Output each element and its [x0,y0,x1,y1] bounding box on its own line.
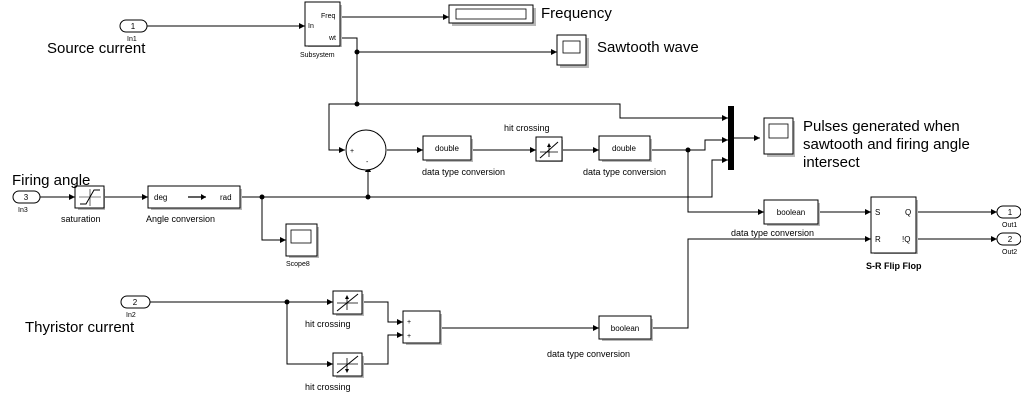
svg-text:hit crossing: hit crossing [504,123,550,133]
junction-dots [259,49,691,305]
subsystem-block[interactable]: In Freq wt Subsystem [300,1,342,59]
outport-out2[interactable]: 2 Out2 [996,232,1021,256]
inport-in1[interactable]: 1 In1 [119,19,148,43]
svg-text:3: 3 [24,193,29,202]
signal-wires [40,16,997,365]
wire-arrowheads [69,14,997,367]
svg-text:2: 2 [1008,235,1013,244]
firing-angle-annotation: Firing angle [12,172,90,189]
svg-text:1: 1 [131,22,136,31]
svg-text:Out2: Out2 [1002,249,1017,256]
svg-text:double: double [612,144,637,153]
svg-text:Freq: Freq [321,13,336,20]
svg-text:2: 2 [133,298,138,307]
data-type-conversion-boolean-2[interactable]: boolean data type conversion [547,315,653,359]
sawtooth-scope-block[interactable] [556,34,589,68]
pulses-annotation-line3: intersect [803,154,861,171]
svg-text:Angle conversion: Angle conversion [146,214,215,224]
svg-text:data type conversion: data type conversion [583,167,666,177]
svg-text:boolean: boolean [777,208,805,217]
frequency-display-block[interactable] [448,4,536,26]
sum-block[interactable]: + - [345,129,387,171]
svg-text:Subsystem: Subsystem [300,52,335,59]
svg-text:R: R [875,235,881,244]
annotations: Source current Firing angle Thyristor cu… [12,5,970,336]
svg-text:hit crossing: hit crossing [305,382,351,392]
pulses-annotation-line1: Pulses generated when [803,118,960,135]
sum2-block[interactable]: + + [402,310,442,345]
svg-text:rad: rad [220,193,232,202]
source-current-annotation: Source current [47,40,146,57]
scope8-block[interactable]: Scope8 [285,223,319,268]
svg-text:+: + [350,148,354,155]
data-type-conversion-double-1[interactable]: double data type conversion [422,135,505,177]
svg-text:+: + [407,319,411,326]
svg-text:S: S [875,208,880,217]
data-type-conversion-double-2[interactable]: double data type conversion [583,135,666,177]
inport-in3[interactable]: 3 In3 [12,190,41,214]
hit-crossing-bottom-block[interactable]: hit crossing [305,352,364,392]
hit-crossing-top-block[interactable]: hit crossing [504,123,563,162]
svg-text:S-R Flip Flop: S-R Flip Flop [866,261,922,271]
svg-text:deg: deg [154,193,167,202]
svg-text:data type conversion: data type conversion [731,228,814,238]
svg-text:!Q: !Q [902,235,910,244]
frequency-annotation: Frequency [541,5,612,22]
mux-block[interactable] [728,106,734,170]
outport-out1[interactable]: 1 Out1 [996,205,1021,229]
svg-text:data type conversion: data type conversion [422,167,505,177]
svg-text:double: double [435,144,460,153]
inport-in2[interactable]: 2 In2 [120,295,151,319]
svg-text:In1: In1 [127,36,137,43]
svg-text:Q: Q [905,208,911,217]
svg-text:Scope8: Scope8 [286,261,310,268]
pulses-scope-block[interactable] [763,117,795,157]
svg-text:In: In [308,23,314,30]
pulses-annotation-line2: sawtooth and firing angle [803,136,970,153]
sawtooth-wave-annotation: Sawtooth wave [597,39,699,56]
svg-text:hit crossing: hit crossing [305,319,351,329]
svg-text:saturation: saturation [61,214,101,224]
svg-text:boolean: boolean [611,324,639,333]
svg-text:1: 1 [1008,208,1013,217]
svg-text:Out1: Out1 [1002,222,1017,229]
svg-text:wt: wt [328,35,336,42]
data-type-conversion-boolean-1[interactable]: boolean data type conversion [731,199,820,238]
svg-text:+: + [407,333,411,340]
svg-text:In2: In2 [126,312,136,319]
saturation-block[interactable]: saturation [61,185,105,224]
thyristor-current-annotation: Thyristor current [25,319,135,336]
svg-text:-: - [366,159,369,166]
angle-conversion-block[interactable]: deg rad Angle conversion [146,185,242,224]
svg-text:data type conversion: data type conversion [547,349,630,359]
sr-flip-flop-block[interactable]: S R Q !Q S-R Flip Flop [866,196,922,271]
svg-text:In3: In3 [18,207,28,214]
hit-crossing-mid-block[interactable]: hit crossing [305,290,364,329]
